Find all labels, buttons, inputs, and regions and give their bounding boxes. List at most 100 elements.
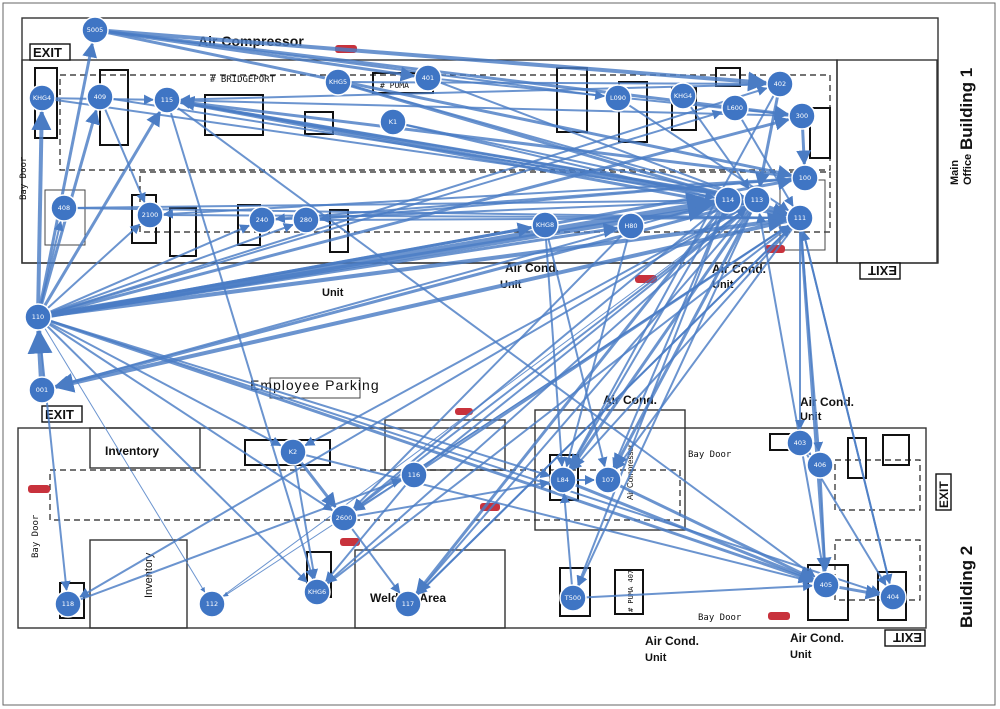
flow-edge [49, 322, 282, 447]
machine-node-label: 111 [794, 214, 806, 222]
exit-top-left: EXIT [33, 45, 62, 60]
exit-bottom-right: EXIT [893, 630, 922, 645]
machine-node[interactable]: 100 [791, 164, 819, 192]
machine-node[interactable]: 5005 [81, 16, 109, 44]
flow-edge [353, 234, 623, 509]
machine-node[interactable]: 116 [400, 461, 428, 489]
machine-node[interactable]: KHG8 [531, 211, 559, 239]
machine-node[interactable]: 2600 [330, 504, 358, 532]
flow-edge [569, 209, 751, 470]
flow-edge [107, 30, 606, 100]
machine-node[interactable]: T500 [559, 584, 587, 612]
inventory-top-label: Inventory [105, 444, 159, 458]
exit-right-upper: EXIT [868, 263, 897, 278]
machine-node-circle [604, 84, 632, 112]
flow-edge [585, 581, 814, 599]
flow-edge [44, 327, 206, 593]
aircond-left-b: Unit [322, 287, 344, 299]
machine-node-label: 117 [402, 600, 414, 608]
machine-node[interactable]: L090 [604, 84, 632, 112]
machine-node-circle [28, 84, 56, 112]
machine-node-label: 107 [602, 476, 614, 484]
aircond-right-b: Unit [800, 411, 822, 423]
flow-edge [169, 112, 316, 580]
flow-edge [547, 237, 608, 468]
machine-node[interactable]: 115 [153, 86, 181, 114]
machine-node[interactable]: KHG4 [669, 82, 697, 110]
machine-node-label: 114 [722, 196, 734, 204]
machine-node-circle [414, 64, 442, 92]
flow-edge [613, 210, 753, 469]
flow-edge [50, 222, 533, 317]
flow-edge [48, 323, 334, 512]
machine-node[interactable]: 112 [198, 590, 226, 618]
flow-edge [49, 224, 251, 313]
machine-node[interactable]: KHG5 [324, 68, 352, 96]
building-2-label: Building 2 [957, 546, 976, 628]
machine-node[interactable]: KHG4 [28, 84, 56, 112]
machine-node[interactable]: KHG6 [303, 578, 331, 606]
machine-node-label: 100 [799, 174, 811, 182]
machine-node[interactable]: K2 [279, 438, 307, 466]
machine-node[interactable]: 406 [806, 451, 834, 479]
machine-node-label: 115 [161, 96, 173, 104]
machine-node-circle [786, 204, 814, 232]
machine-node[interactable]: 117 [394, 590, 422, 618]
flow-edge [326, 225, 790, 585]
flow-edge [571, 226, 793, 471]
flow-edge [689, 106, 750, 190]
machine-node[interactable]: 409 [86, 83, 114, 111]
machine-node[interactable]: 113 [743, 186, 771, 214]
machine-node-circle [400, 461, 428, 489]
machine-node-label: 409 [94, 93, 106, 101]
machine-node[interactable]: L84 [549, 466, 577, 494]
machine-node[interactable]: 118 [54, 590, 82, 618]
flow-edge [274, 195, 745, 221]
machine-node[interactable]: 402 [766, 70, 794, 98]
machine-node[interactable]: H80 [617, 212, 645, 240]
machine-node[interactable]: 280 [292, 206, 320, 234]
flow-edge [79, 478, 402, 601]
flow-edge [50, 320, 881, 595]
machine-node[interactable]: 2100 [136, 201, 164, 229]
machine-node[interactable]: 403 [786, 429, 814, 457]
machine-node[interactable]: 404 [879, 583, 907, 611]
flow-edge [179, 98, 745, 199]
machine-node[interactable]: K1 [379, 108, 407, 136]
machine-node-label: 2600 [336, 514, 353, 522]
machine-node-circle [28, 376, 56, 404]
machine-node[interactable]: 110 [24, 303, 52, 331]
flow-edge [423, 207, 747, 468]
machine-node-circle [303, 578, 331, 606]
aircond-bottom1-a: Air Cond. [645, 634, 699, 648]
machine-node[interactable]: 001 [28, 376, 56, 404]
puma-label: # PUMA [380, 81, 409, 90]
machine-node[interactable]: 300 [788, 102, 816, 130]
machine-node[interactable]: 114 [714, 186, 742, 214]
machine-node-label: L090 [610, 94, 626, 102]
machine-node-circle [743, 186, 771, 214]
machine-node[interactable]: 240 [248, 206, 276, 234]
machine-node-circle [531, 211, 559, 239]
machine-node-label: KHG8 [536, 221, 554, 229]
machine-node-circle [721, 94, 749, 122]
aircond-bottom1-b: Unit [645, 652, 667, 664]
flow-edge [796, 128, 812, 166]
machine-node[interactable]: 401 [414, 64, 442, 92]
flow-edge [107, 31, 793, 180]
machine-node-label: 403 [794, 439, 806, 447]
machine-node-circle [324, 68, 352, 96]
machine-node[interactable]: L600 [721, 94, 749, 122]
machine-node[interactable]: 107 [594, 466, 622, 494]
machine-node-circle [330, 504, 358, 532]
flow-edge [415, 209, 722, 595]
flow-edge [50, 319, 551, 478]
machine-node[interactable]: 405 [812, 571, 840, 599]
flow-edge [54, 98, 745, 202]
flow-edge [76, 195, 745, 209]
machine-node-circle [549, 466, 577, 494]
flow-edge [49, 223, 294, 314]
machine-node[interactable]: 111 [786, 204, 814, 232]
machine-node[interactable]: 408 [50, 194, 78, 222]
machine-node-circle [714, 186, 742, 214]
